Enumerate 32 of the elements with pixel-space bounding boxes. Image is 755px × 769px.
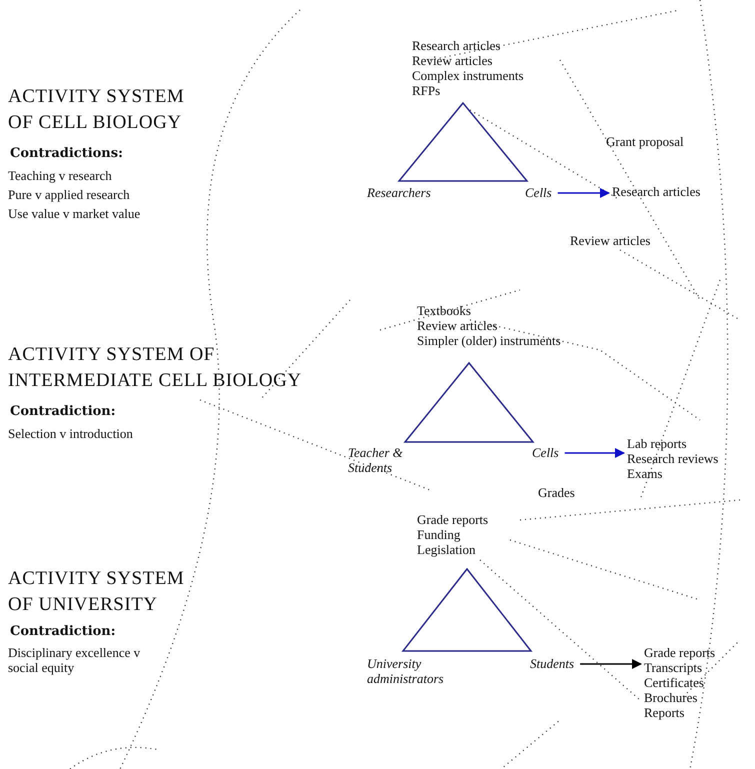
text-list: Lab reports Research reviews Exams	[627, 436, 718, 481]
vertex-label: Researchers	[367, 185, 431, 200]
note-text: Use value v market value	[8, 206, 140, 221]
arrow	[580, 659, 642, 669]
activity-triangle	[402, 568, 532, 652]
note-text: Teaching v research	[8, 168, 112, 183]
vertex-label: Students	[530, 656, 574, 671]
note-text: Disciplinary excellence v social equity	[8, 645, 142, 675]
text-list: Grade reports Transcripts Certificates Brochures Reports	[644, 645, 716, 720]
contradiction-heading: Contradiction:	[10, 404, 116, 419]
contradiction-heading: Contradictions:	[10, 146, 123, 161]
vertex-label: Teacher & Students	[348, 445, 438, 475]
contradiction-heading: Contradiction:	[10, 624, 116, 639]
system-title: ACTIVITY SYSTEM OF CELL BIOLOGY	[8, 85, 186, 135]
system-title: ACTIVITY SYSTEM OF UNIVERSITY	[8, 567, 186, 617]
text-list: Research articles Review articles Complex instruments RFPs	[412, 38, 524, 98]
activity-triangle	[398, 102, 528, 182]
vertex-label: Cells	[525, 185, 552, 200]
note-text: Selection v introduction	[8, 426, 133, 441]
arrow	[564, 448, 625, 458]
text-list: Research articles	[612, 184, 700, 199]
note-text: Grant proposal	[606, 134, 684, 149]
activity-triangle	[404, 362, 534, 443]
vertex-label: University administrators	[367, 656, 467, 686]
note-text: Pure v applied research	[8, 187, 130, 202]
arrow	[558, 188, 610, 198]
vertex-label: Cells	[532, 445, 559, 460]
text-list: Grade reports Funding Legislation	[417, 512, 488, 557]
note-text: Review articles	[570, 233, 650, 248]
system-title: ACTIVITY SYSTEM OF INTERMEDIATE CELL BIOLOGY	[8, 343, 303, 393]
note-text: Grades	[538, 485, 575, 500]
text-list: Textbooks Review articles Simpler (older) instruments	[417, 303, 561, 348]
